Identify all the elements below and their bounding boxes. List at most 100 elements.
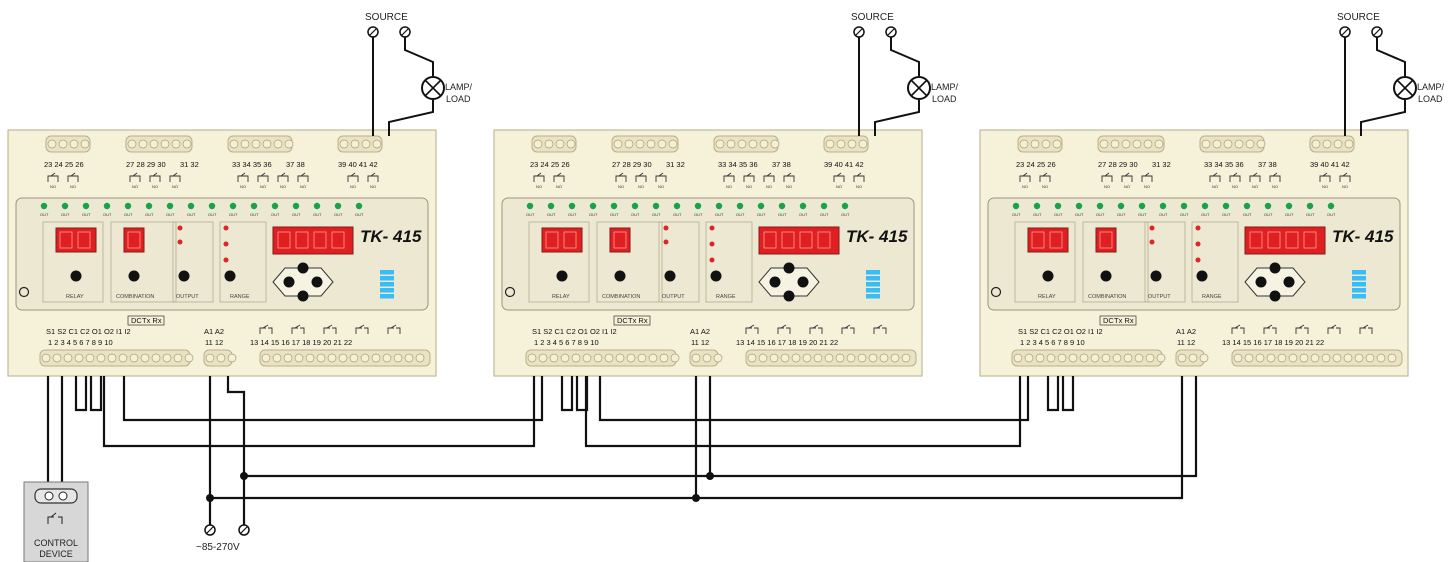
contact-tag: NO [556, 184, 562, 189]
nav-button [769, 276, 781, 288]
screw-terminal [272, 353, 282, 363]
externals-layer: SOURCELAMP/LOADSOURCELAMP/LOADSOURCELAMP… [23, 12, 1445, 562]
screw-terminal [1156, 353, 1166, 363]
screw-terminal [544, 139, 554, 149]
screw-terminal [1244, 353, 1254, 363]
contact-tag: NO [1124, 184, 1130, 189]
panel-button [1042, 270, 1054, 282]
rs485-label: Tx Rx [142, 316, 162, 325]
level-bar [1352, 294, 1366, 299]
section-caption: OUTPUT [662, 294, 685, 300]
terminal-cover-top [45, 135, 91, 153]
led-tag: OUT [1096, 212, 1105, 217]
screw-terminal [713, 353, 723, 363]
status-led-green [271, 202, 279, 210]
screw-terminal [624, 139, 634, 149]
contact-tag: NO [1342, 184, 1348, 189]
led-tag: OUT [250, 212, 259, 217]
screw-terminal [1365, 353, 1375, 363]
dc-label: DC [1103, 316, 1114, 325]
screw-terminal [162, 353, 172, 363]
led-tag: OUT [1180, 212, 1189, 217]
screw-terminal [1013, 353, 1023, 363]
digit-segment [277, 231, 291, 249]
dc-label: DC [617, 316, 628, 325]
screw-terminal [791, 353, 801, 363]
panel-section [1014, 221, 1076, 303]
screw-terminal [1046, 353, 1056, 363]
level-bar [1352, 276, 1366, 281]
indicator-led-red [1149, 225, 1155, 231]
contact-tag: NO [172, 184, 178, 189]
led-tag: OUT [1138, 212, 1147, 217]
screw-terminal [1332, 353, 1342, 363]
contact-tag: NO [280, 184, 286, 189]
contact-tag: NO [726, 184, 732, 189]
relay-contact-symbol [1295, 324, 1309, 334]
relay-contact-symbol [1019, 172, 1031, 182]
screw-terminal [1277, 353, 1287, 363]
screw-terminal [1177, 353, 1187, 363]
jumper-loop [1046, 376, 1060, 412]
relay-contact-symbol [1359, 324, 1373, 334]
level-bar [380, 282, 394, 287]
load-label: LOAD [446, 94, 471, 104]
terminal-slot [855, 28, 863, 36]
status-led-green [292, 202, 300, 210]
screw-terminal [382, 353, 392, 363]
indicator-led-red [663, 225, 669, 231]
status-led-green [589, 202, 597, 210]
led-tag: OUT [1327, 212, 1336, 217]
digit-segment [1303, 231, 1317, 249]
nav-button [1283, 276, 1295, 288]
relay-contact-symbol [323, 324, 337, 334]
relay-contact-symbol [533, 172, 545, 182]
terminal-labels-bottom: S1 S2 C1 C2 O1 O2 I1 I2 [1018, 327, 1103, 336]
screw-terminal [1041, 139, 1051, 149]
contact-tag: NO [618, 184, 624, 189]
led-tag: OUT [610, 212, 619, 217]
digit-segment [563, 231, 577, 249]
screw-terminal [294, 353, 304, 363]
digit-segment [127, 231, 141, 249]
screw-terminal [1110, 139, 1120, 149]
digit-segment [313, 231, 327, 249]
screw-terminal [1245, 139, 1255, 149]
status-led-green [61, 202, 69, 210]
terminal-numbers-top: 33 34 35 36 [1204, 160, 1244, 169]
relay-contact-symbol [1229, 172, 1241, 182]
digit-segment [613, 231, 627, 249]
relay-contact-symbol [257, 172, 269, 182]
led-tag: OUT [1201, 212, 1210, 217]
screw-terminal [216, 353, 226, 363]
digit-segment [1285, 231, 1299, 249]
screw-terminal [160, 139, 170, 149]
load-label: LOAD [1418, 94, 1443, 104]
status-led-green [334, 202, 342, 210]
relay-contact-symbol [149, 172, 161, 182]
led-tag: OUT [652, 212, 661, 217]
section-caption: RELAY [552, 294, 570, 300]
panel-button [70, 270, 82, 282]
indicator-led-red [223, 225, 229, 231]
digit-segment [817, 231, 831, 249]
status-led-green [1117, 202, 1125, 210]
screw-terminal [593, 353, 603, 363]
contact-tag: NO [1022, 184, 1028, 189]
terminal-numbers-top: 39 40 41 42 [824, 160, 864, 169]
wire [1360, 100, 1406, 136]
control-device-label: CONTROL [34, 538, 78, 548]
relay-contact-symbol [1141, 172, 1153, 182]
screw-terminal [205, 353, 215, 363]
screw-terminal [835, 353, 845, 363]
screw-terminal [127, 139, 137, 149]
level-bar [1352, 282, 1366, 287]
led-tag: OUT [124, 212, 133, 217]
screw-terminal [538, 353, 548, 363]
led-tag: OUT [292, 212, 301, 217]
status-led-green [103, 202, 111, 210]
screw-terminal [615, 353, 625, 363]
